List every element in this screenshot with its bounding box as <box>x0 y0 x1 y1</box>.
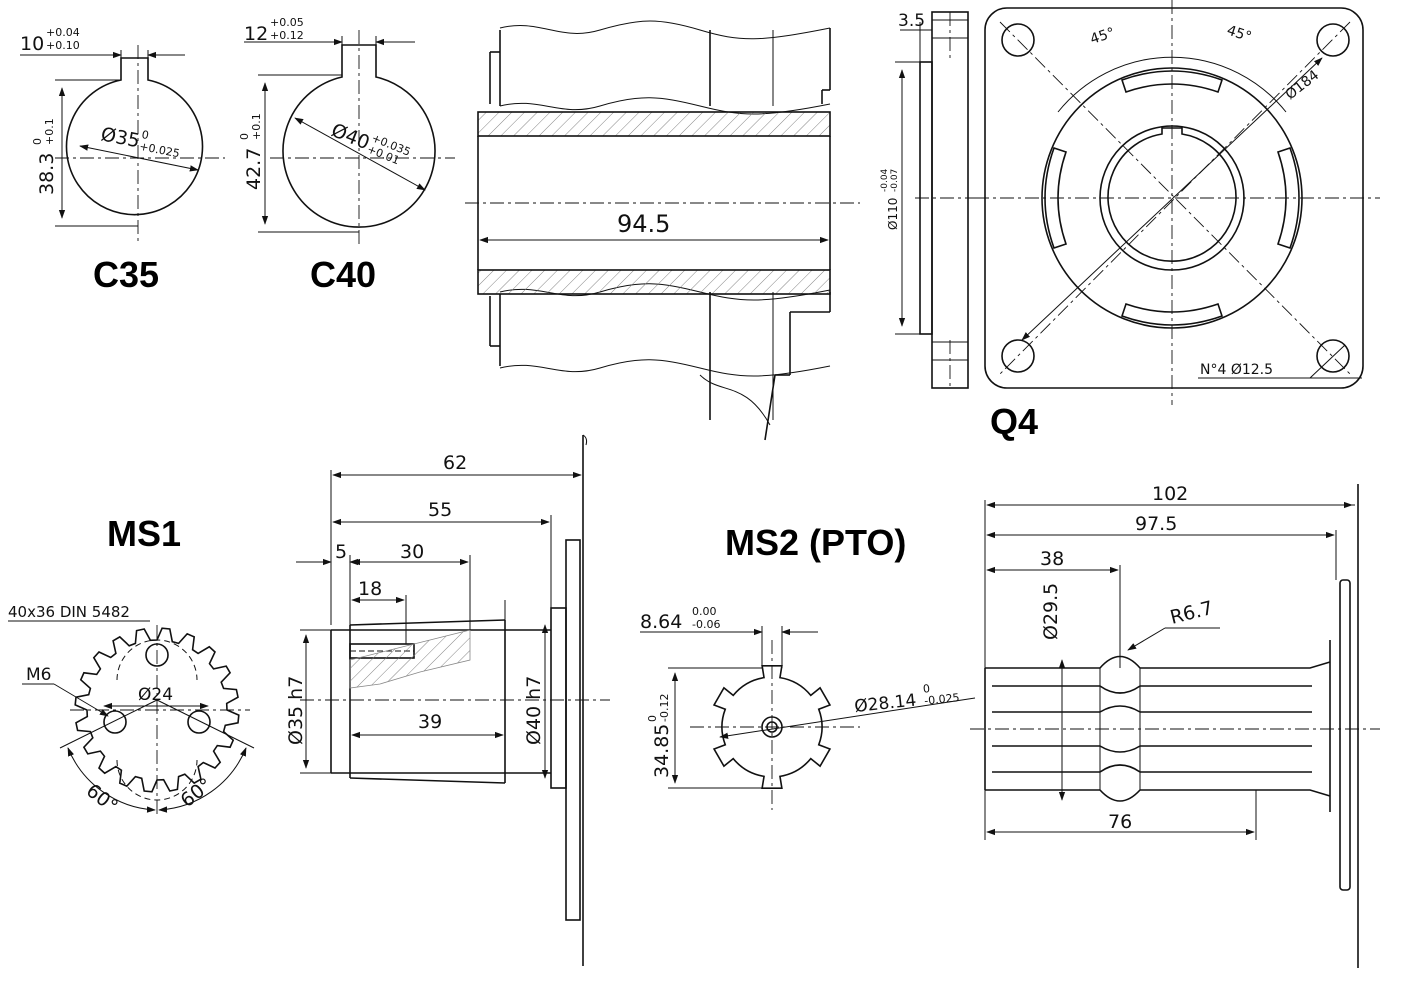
ms2-view: MS2 (PTO) 8.64 0.00 -0.06 34.85 0 -0.12 <box>640 483 1380 968</box>
q4-holes-callout: N°4 Ø12.5 <box>1198 344 1362 379</box>
c35-diameter-dimension: Ø35 0 +0.025 <box>79 123 199 172</box>
c40-height-tol-upper: 0 <box>238 133 251 140</box>
q4-pilot-diameter: Ø110 <box>886 198 900 230</box>
ms1-len-18: 18 <box>358 578 382 600</box>
ms2-len-76: 76 <box>1108 811 1132 833</box>
c35-diameter-tol-upper: 0 <box>141 128 150 142</box>
ms1-dia-40: Ø40 h7 <box>523 676 545 745</box>
ms2-len-102: 102 <box>1152 483 1188 505</box>
ms2-diameter-tol-lower: -0.025 <box>924 691 961 708</box>
c40-height-tol-lower: +0.1 <box>250 113 263 140</box>
ms2-len-38: 38 <box>1040 548 1064 570</box>
bore-length-dimension: 94.5 <box>479 210 829 244</box>
ms2-length-dimensions: 102 97.5 38 Ø29.5 R6.7 76 <box>984 483 1355 840</box>
c35-view: 10 +0.04 +0.10 38.3 0 +0.1 Ø35 0 +0.025 … <box>20 26 225 295</box>
ms2-side-profile <box>970 484 1380 968</box>
ms1-spline-spec: 40x36 DIN 5482 <box>8 603 130 621</box>
c35-key-width-tol-upper: +0.04 <box>46 26 80 39</box>
q4-view: 3.5 Ø110 -0.04 -0.07 <box>880 0 1380 442</box>
ms1-len-55: 55 <box>428 499 452 521</box>
ms1-len-39: 39 <box>418 711 442 733</box>
ms2-height-tol-upper: 0 <box>646 715 659 722</box>
c35-key-width-dimension: 10 +0.04 +0.10 <box>20 26 185 59</box>
ms1-dia-35: Ø35 h7 <box>285 676 307 745</box>
c40-diameter-dimension: Ø40 +0.035 +0.01 <box>294 117 426 191</box>
q4-thickness-dimension: 3.5 <box>898 11 932 62</box>
c35-key-width-tol-lower: +0.10 <box>46 39 80 52</box>
ms2-title: MS2 (PTO) <box>725 522 906 563</box>
c40-height: 42.7 <box>243 148 265 190</box>
ms2-height-dimension: 34.85 0 -0.12 <box>646 667 772 789</box>
bore-section-view: 94.5 <box>465 20 860 441</box>
c40-key-width: 12 <box>244 23 268 45</box>
q4-holes: N°4 Ø12.5 <box>1200 362 1273 378</box>
q4-angle-right: 45° <box>1225 23 1254 46</box>
ms2-diameter-tol-upper: 0 <box>922 682 930 696</box>
ms1-len-total: 62 <box>443 452 467 474</box>
c40-title: C40 <box>310 254 376 295</box>
q4-pilot-tol-lower: -0.07 <box>890 169 900 192</box>
ms2-groove-dia: Ø29.5 <box>1040 583 1062 640</box>
q4-title: Q4 <box>990 401 1038 442</box>
ms1-spline-spec-callout: 40x36 DIN 5482 <box>8 603 150 622</box>
ms1-side-profile <box>300 434 610 966</box>
c35-diameter: Ø35 <box>99 123 142 152</box>
c35-height: 38.3 <box>36 153 58 195</box>
q4-pilot-tol-upper: -0.04 <box>880 168 890 192</box>
ms2-spline-profile <box>690 640 860 810</box>
ms1-len-5: 5 <box>335 541 347 563</box>
c40-key-width-dimension: 12 +0.05 +0.12 <box>244 16 415 46</box>
ms1-view: MS1 40x36 DIN 5482 M6 Ø24 <box>8 434 610 966</box>
c35-height-tol-upper: 0 <box>31 138 44 145</box>
c40-key-width-tol-lower: +0.12 <box>270 29 304 42</box>
q4-bolt-circle: Ø184 <box>1283 67 1323 103</box>
ms1-angle-left: 60° <box>82 780 122 818</box>
ms1-hole-circle-dimension: Ø24 <box>103 685 209 710</box>
q4-side-profile <box>915 11 980 389</box>
q4-thickness: 3.5 <box>898 11 925 31</box>
ms2-diameter: Ø28.14 <box>853 691 917 717</box>
c40-key-width-tol-upper: +0.05 <box>270 16 304 29</box>
q4-angle-left: 45° <box>1088 25 1117 48</box>
bore-section-hatched-wall <box>477 111 831 295</box>
ms1-length-dimensions: 62 55 5 30 18 39 <box>296 452 582 739</box>
c35-title: C35 <box>93 254 159 295</box>
ms2-diameter-dimension: Ø28.14 0 -0.025 <box>719 682 976 739</box>
bore-length: 94.5 <box>617 210 670 238</box>
ms2-height-tol-lower: -0.12 <box>658 694 671 722</box>
ms2-len-97-5: 97.5 <box>1135 513 1177 535</box>
ms1-len-30: 30 <box>400 541 424 563</box>
ms2-height: 34.85 <box>651 724 673 778</box>
ms1-thread-callout: M6 <box>22 665 109 717</box>
ms2-key-width: 8.64 <box>640 611 682 633</box>
ms1-title: MS1 <box>107 513 181 554</box>
ms1-thread: M6 <box>26 665 51 685</box>
ms2-key-width-dimension: 8.64 0.00 -0.06 <box>640 605 818 668</box>
q4-pilot-dimension: Ø110 -0.04 -0.07 <box>880 61 920 335</box>
ms2-radius: R6.7 <box>1168 597 1215 629</box>
ms2-key-tol-lower: -0.06 <box>692 618 720 631</box>
c35-key-width: 10 <box>20 33 44 55</box>
c40-height-dimension: 42.7 0 +0.1 <box>238 74 359 233</box>
ms1-diameter-dimensions: Ø35 h7 Ø40 h7 <box>285 624 549 779</box>
c35-height-dimension: 38.3 0 +0.1 <box>31 79 138 227</box>
ms1-hole-circle: Ø24 <box>138 685 173 705</box>
ms2-key-tol-upper: 0.00 <box>692 605 717 618</box>
c35-diameter-tol-lower: +0.025 <box>138 140 180 161</box>
c40-view: 12 +0.05 +0.12 42.7 0 +0.1 Ø40 +0.035 +0… <box>238 16 455 295</box>
c35-height-tol-lower: +0.1 <box>43 118 56 145</box>
